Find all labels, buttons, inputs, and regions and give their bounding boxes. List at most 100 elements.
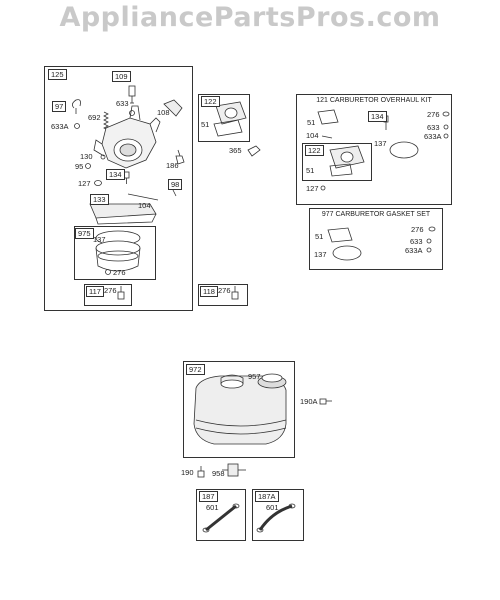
kit-label-633: 633 [427, 123, 440, 132]
part-label-601-b: 601 [266, 503, 279, 512]
frame-122-a [198, 94, 250, 142]
oring-633-icon [129, 110, 135, 116]
gs-washer-276-icon [428, 226, 436, 232]
part-label-190a: 190A [300, 397, 318, 406]
part-label-130: 130 [80, 152, 93, 161]
group-tag-975: 975 [75, 228, 94, 239]
group-tag-133: 133 [90, 194, 109, 205]
group-tag-109: 109 [112, 71, 131, 82]
group-tag-97: 97 [52, 101, 67, 112]
overhaul-kit-title: 121 CARBURETOR OVERHAUL KIT [316, 97, 432, 104]
part-label-104: 104 [138, 201, 151, 210]
kit-pin-104-icon [321, 135, 333, 139]
carburetor-body-icon [93, 105, 161, 169]
part-label-190: 190 [181, 468, 194, 477]
part-label-957: 957 [248, 372, 261, 381]
part-label-95: 95 [75, 162, 84, 171]
kit-gasket-51-icon [317, 109, 339, 125]
frame-118 [198, 284, 248, 306]
gs-gasket-51-icon [327, 227, 353, 243]
gasket-set-label-276: 276 [411, 225, 424, 234]
kit-gasket-51b-icon [329, 163, 353, 177]
oring-127-icon [94, 180, 102, 186]
part-label-633a: 633A [51, 122, 69, 131]
group-tag-134-a: 134 [106, 169, 125, 180]
seal-130-icon [100, 154, 106, 160]
group-tag-125: 125 [48, 69, 67, 80]
group-tag-122-b: 122 [305, 145, 324, 156]
part-label-958: 958 [212, 469, 225, 478]
kit-oring-633-icon [443, 124, 449, 130]
kit-gasket-137-icon [389, 141, 419, 159]
frame-gasket-set [309, 208, 443, 270]
fitting-186-icon [175, 149, 185, 165]
kit-label-137: 137 [374, 139, 387, 148]
nut-118-icon [231, 286, 239, 300]
part-label-276-118: 276 [218, 286, 231, 295]
watermark-logo: AppliancePartsPros.com [59, 2, 441, 33]
float-133-icon [89, 203, 157, 225]
group-tag-972: 972 [186, 364, 205, 375]
kit-spacer-122-icon [329, 145, 365, 169]
kit-label-127: 127 [306, 184, 319, 193]
group-tag-117: 117 [86, 286, 104, 297]
part-label-108: 108 [157, 108, 170, 117]
screw-134-icon [123, 171, 130, 184]
kit-oring-633a-icon [443, 133, 449, 139]
kit-label-276: 276 [427, 110, 440, 119]
frame-975 [74, 226, 156, 280]
part-label-137: 137 [93, 235, 106, 244]
group-tag-187a: 187A [255, 491, 279, 502]
screw-190a-icon [319, 398, 332, 405]
plate-108-icon [163, 99, 183, 117]
fuel-tank-icon [193, 374, 287, 445]
oring-633a-icon [74, 123, 80, 129]
part-label-692: 692 [88, 113, 101, 122]
gs-oring-633a-icon [426, 247, 432, 253]
nut-117-icon [117, 286, 125, 300]
frame-972 [183, 361, 295, 458]
gs-gasket-137-icon [332, 245, 362, 261]
frame-187 [196, 489, 246, 541]
fuel-line-187a-icon [256, 503, 296, 533]
kit-washer-276-icon [442, 111, 450, 117]
plug-95-icon [85, 163, 91, 169]
screw-190-icon [197, 466, 205, 478]
group-tag-98: 98 [168, 179, 183, 190]
kit-label-104: 104 [306, 131, 319, 140]
part-label-127: 127 [78, 179, 91, 188]
kit-oring-127-icon [320, 185, 326, 191]
pin-104-icon [127, 193, 159, 201]
fuel-line-187-icon [202, 503, 240, 533]
valve-958-icon [222, 463, 246, 477]
gs-oring-633-icon [426, 238, 432, 244]
part-label-276-117: 276 [104, 286, 117, 295]
kit-label-51: 51 [307, 118, 316, 127]
group-tag-187: 187 [199, 491, 218, 502]
spacer-122-icon [215, 101, 247, 125]
fuel-cap-957-icon [257, 373, 287, 389]
gasket-set-label-137: 137 [314, 250, 327, 259]
part-label-633: 633 [116, 99, 129, 108]
group-tag-122-a: 122 [201, 96, 220, 107]
fitting-365-icon [247, 145, 261, 157]
frame-122-b [302, 143, 372, 181]
spring-692-icon [103, 111, 109, 131]
frame-overhaul-kit [296, 94, 452, 205]
frame-117 [84, 284, 132, 306]
kit-label-51-b: 51 [306, 166, 315, 175]
group-tag-118: 118 [200, 286, 218, 297]
part-label-276: 276 [113, 268, 126, 277]
part-label-601-a: 601 [206, 503, 219, 512]
gasket-set-label-51: 51 [315, 232, 324, 241]
frame-125 [44, 66, 193, 311]
washer-276-icon [105, 269, 111, 275]
frame-187a [252, 489, 304, 541]
gasket-51-icon [213, 119, 243, 137]
needle-97-icon [72, 99, 81, 114]
screw-109-icon [128, 85, 136, 104]
gasket-set-label-633a: 633A [405, 246, 423, 255]
group-tag-134-b: 134 [368, 111, 387, 122]
gasket-set-label-633: 633 [410, 237, 423, 246]
